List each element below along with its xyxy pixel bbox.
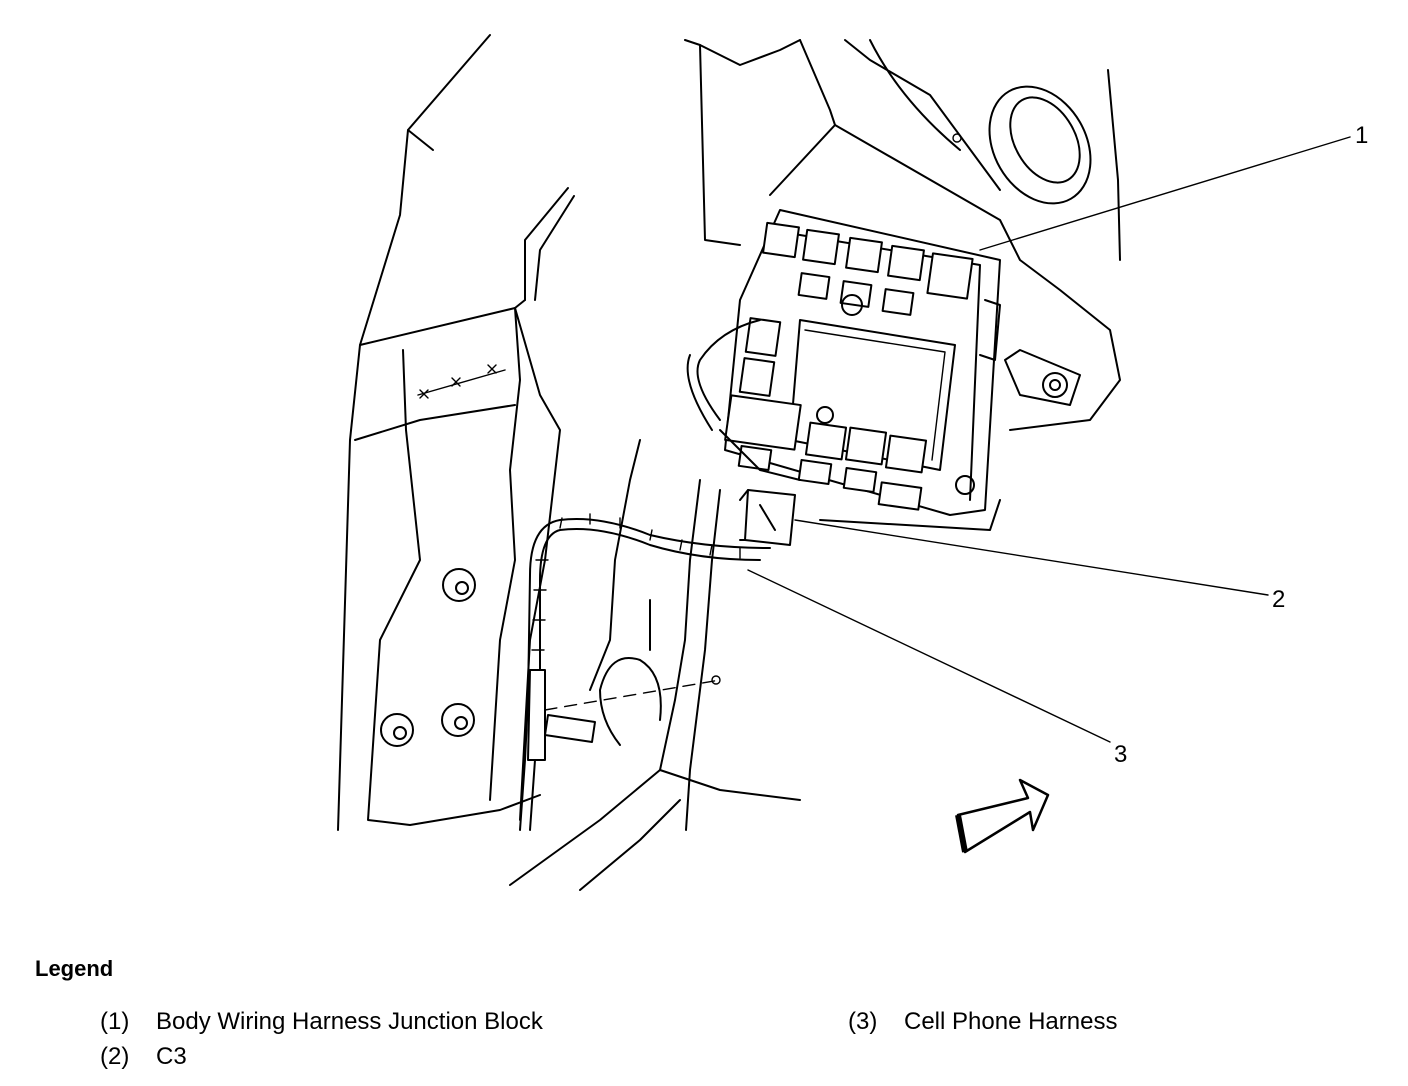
legend-item-3: (3) Cell Phone Harness bbox=[848, 1008, 1117, 1036]
legend-item-number: (1) bbox=[100, 1008, 130, 1035]
legend-item-number: (2) bbox=[100, 1043, 130, 1070]
legend-item-label: Cell Phone Harness bbox=[904, 1008, 1118, 1035]
connector-c3 bbox=[744, 489, 796, 546]
legend-item-2: (2) C3 bbox=[100, 1043, 187, 1071]
legend-item-label: C3 bbox=[156, 1043, 187, 1070]
legend-item-label: Body Wiring Harness Junction Block bbox=[156, 1008, 543, 1035]
view-arrow bbox=[955, 778, 1050, 854]
legend-title: Legend bbox=[35, 956, 114, 981]
stitch-marks bbox=[419, 364, 497, 399]
legend-item-number: (3) bbox=[848, 1008, 878, 1035]
callout-2: 2 bbox=[1272, 586, 1285, 613]
leader-lines bbox=[747, 136, 1351, 743]
dash-structure bbox=[684, 39, 1121, 531]
junction-block bbox=[724, 209, 1001, 516]
cell-phone-harness bbox=[519, 319, 801, 831]
floor-sill bbox=[509, 439, 801, 891]
callout-3: 3 bbox=[1114, 741, 1127, 768]
wiring-diagram: 1 2 3 bbox=[337, 34, 1368, 891]
legend-item-1: (1) Body Wiring Harness Junction Block bbox=[100, 1008, 543, 1036]
mounting-holes bbox=[380, 568, 476, 747]
harness-clip bbox=[544, 714, 596, 743]
callout-1: 1 bbox=[1355, 122, 1368, 149]
